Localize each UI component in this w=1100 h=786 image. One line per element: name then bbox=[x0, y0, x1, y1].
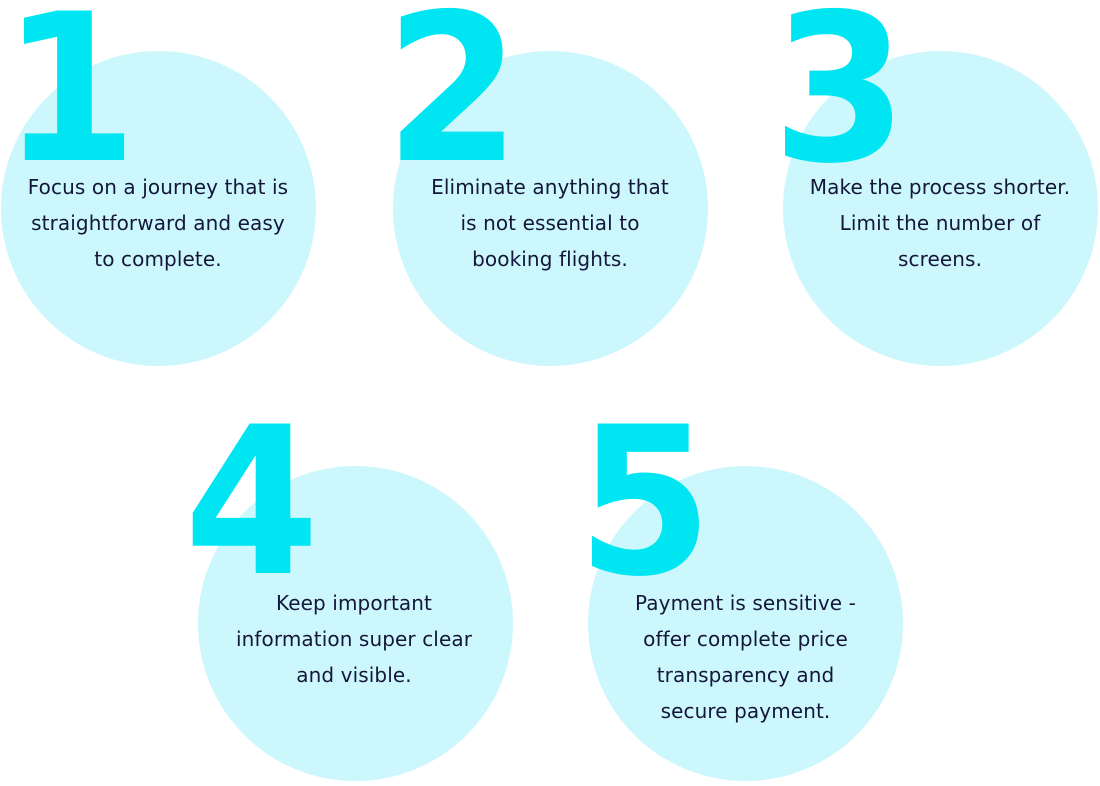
step-1-number: 1 bbox=[2, 0, 138, 209]
step-1: 1 Focus on a journey that is straightfor… bbox=[0, 0, 330, 366]
step-1-circle bbox=[1, 51, 316, 366]
step-2-circle bbox=[393, 51, 708, 366]
step-5: 5 Payment is sensitive - offer complete … bbox=[577, 401, 915, 781]
step-3-number: 3 bbox=[772, 0, 908, 209]
step-2: 2 Eliminate anything that is not essenti… bbox=[385, 0, 720, 366]
step-2-text: Eliminate anything that is not essential… bbox=[431, 175, 669, 271]
step-4: 4 Keep important information super clear… bbox=[184, 401, 526, 781]
step-2-number: 2 bbox=[385, 0, 521, 209]
step-4-circle bbox=[198, 466, 513, 781]
step-4-number: 4 bbox=[184, 384, 320, 622]
step-3-text: Make the process shorter. Limit the numb… bbox=[809, 175, 1071, 271]
step-1-text: Focus on a journey that is straightforwa… bbox=[27, 175, 289, 271]
step-4-text: Keep important information super clear a… bbox=[235, 591, 473, 687]
step-3: 3 Make the process shorter. Limit the nu… bbox=[772, 0, 1100, 366]
step-5-circle bbox=[588, 466, 903, 781]
step-5-number: 5 bbox=[577, 384, 713, 622]
step-5-text: Payment is sensitive - offer complete pr… bbox=[635, 591, 856, 723]
step-3-circle bbox=[783, 51, 1098, 366]
